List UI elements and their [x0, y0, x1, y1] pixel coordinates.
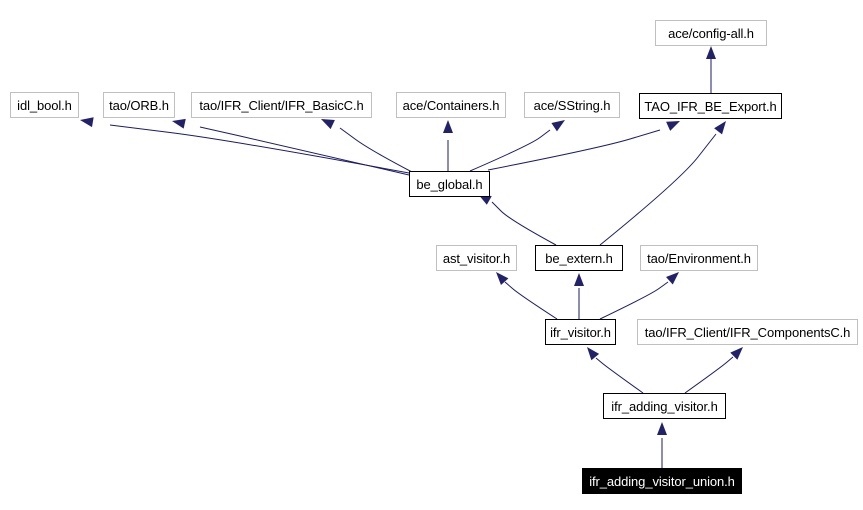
graph-edge-ifr_adding_visitor-to-ifr_visitor — [587, 347, 644, 394]
graph-edge-ifr_adding_visitor-to-ifr_componentsc — [684, 347, 743, 394]
graph-node-ast_visitor[interactable]: ast_visitor.h — [436, 245, 517, 271]
graph-node-be_global[interactable]: be_global.h — [409, 171, 490, 197]
arrowhead-icon — [80, 117, 94, 128]
graph-node-ace_config_all[interactable]: ace/config-all.h — [655, 20, 767, 46]
graph-node-tao_ifr_be_export[interactable]: TAO_IFR_BE_Export.h — [639, 93, 782, 119]
graph-edge-be_global-to-idl_bool — [80, 117, 410, 174]
graph-node-ifr_basicc[interactable]: tao/IFR_Client/IFR_BasicC.h — [191, 92, 372, 118]
graph-node-label: ast_visitor.h — [442, 250, 511, 266]
graph-node-label: tao/ORB.h — [109, 97, 169, 113]
graph-node-ace_sstring[interactable]: ace/SString.h — [524, 92, 620, 118]
arrowhead-icon — [657, 422, 667, 435]
graph-edge-be_global-to-tao_orb — [172, 118, 410, 176]
graph-node-label: idl_bool.h — [17, 97, 72, 113]
graph-edge-tao_ifr_be_export-to-ace_config_all — [706, 46, 716, 93]
arrowhead-icon — [321, 119, 335, 130]
arrowhead-icon — [714, 121, 726, 135]
graph-node-tao_orb[interactable]: tao/ORB.h — [103, 92, 175, 118]
graph-node-label: ace/config-all.h — [668, 25, 754, 41]
arrowhead-icon — [551, 120, 565, 132]
arrowhead-icon — [706, 46, 716, 59]
graph-node-ace_containers[interactable]: ace/Containers.h — [396, 92, 506, 118]
graph-edge-ifr_visitor-to-ast_visitor — [496, 272, 558, 320]
graph-edge-be_extern-to-be_global — [478, 194, 557, 246]
graph-node-ifr_adding_visitor[interactable]: ifr_adding_visitor.h — [603, 393, 726, 419]
graph-node-ifr_componentsc[interactable]: tao/IFR_Client/IFR_ComponentsC.h — [637, 319, 858, 345]
graph-edge-ifr_visitor-to-tao_environment — [599, 272, 679, 320]
graph-node-be_extern[interactable]: be_extern.h — [535, 245, 623, 271]
graph-node-label: tao/Environment.h — [647, 250, 751, 266]
graph-node-label: TAO_IFR_BE_Export.h — [644, 98, 777, 114]
graph-edge-ifr_adding_visitor_union-to-ifr_adding_visitor — [657, 422, 667, 468]
graph-node-label: ace/Containers.h — [402, 97, 500, 113]
arrowhead-icon — [574, 273, 584, 286]
arrowhead-icon — [730, 347, 743, 360]
graph-node-tao_environment[interactable]: tao/Environment.h — [640, 245, 758, 271]
graph-node-label: ifr_adding_visitor_union.h — [589, 473, 735, 489]
arrowhead-icon — [666, 121, 680, 131]
graph-node-label: ifr_adding_visitor.h — [611, 398, 718, 414]
graph-edge-be_global-to-ace_containers — [443, 120, 453, 171]
graph-edge-be_global-to-ifr_basicc — [321, 119, 413, 173]
graph-node-label: be_extern.h — [545, 250, 613, 266]
arrowhead-icon — [666, 272, 679, 285]
arrowhead-icon — [172, 118, 186, 129]
graph-edge-be_global-to-tao_ifr_be_export — [487, 121, 680, 171]
arrowhead-icon — [443, 120, 453, 133]
graph-edge-be_extern-to-tao_ifr_be_export — [599, 121, 726, 246]
graph-node-label: tao/IFR_Client/IFR_BasicC.h — [199, 97, 364, 113]
graph-node-ifr_visitor[interactable]: ifr_visitor.h — [545, 319, 616, 345]
arrowhead-icon — [496, 272, 509, 286]
graph-node-label: tao/IFR_Client/IFR_ComponentsC.h — [644, 324, 851, 340]
graph-node-label: ace/SString.h — [533, 97, 611, 113]
graph-node-label: ifr_visitor.h — [550, 324, 611, 340]
graph-node-idl_bool[interactable]: idl_bool.h — [10, 92, 79, 118]
graph-node-label: be_global.h — [416, 176, 483, 192]
arrowhead-icon — [587, 347, 600, 361]
graph-node-ifr_adding_visitor_union[interactable]: ifr_adding_visitor_union.h — [582, 468, 742, 494]
graph-edge-ifr_visitor-to-be_extern — [574, 273, 584, 319]
graph-edge-be_global-to-ace_sstring — [469, 120, 565, 172]
